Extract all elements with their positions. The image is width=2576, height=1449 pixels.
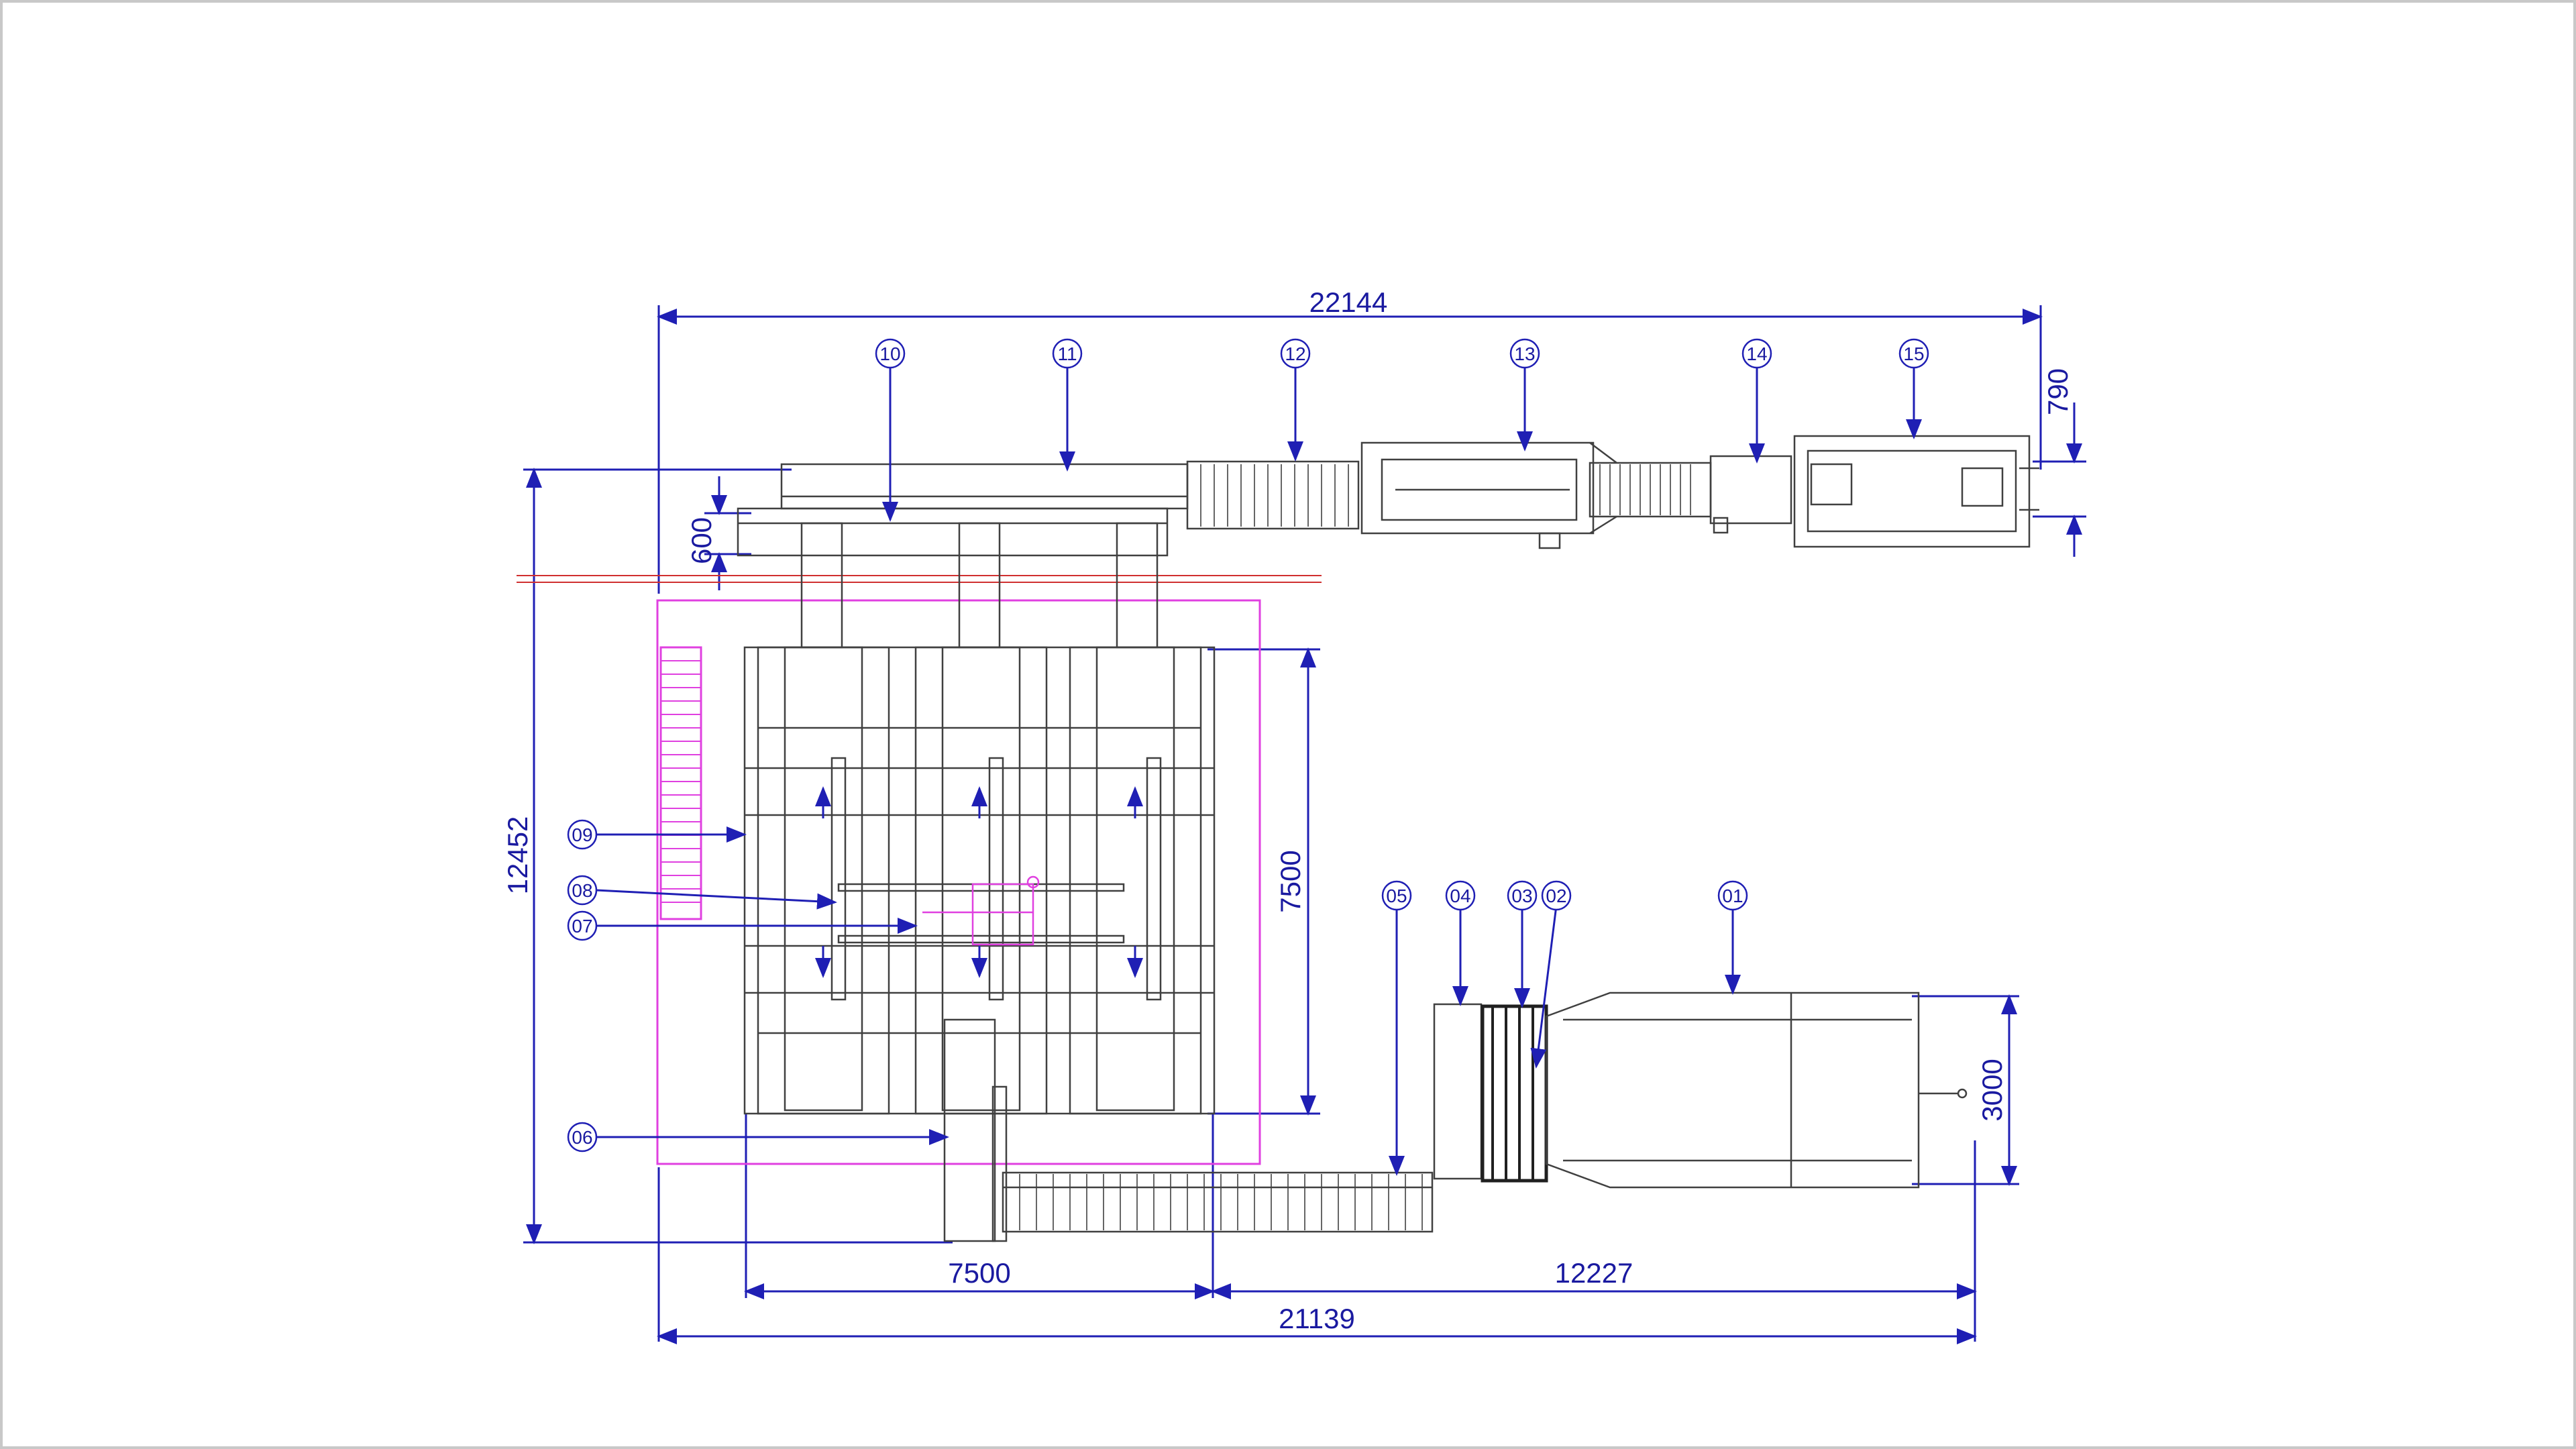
svg-text:10: 10	[879, 343, 900, 364]
svg-text:12: 12	[1285, 343, 1305, 364]
svg-text:03: 03	[1511, 885, 1532, 906]
balloon-13: 13	[1509, 338, 1540, 369]
dim-bottom-width: 21139	[1279, 1303, 1355, 1334]
balloon-03: 03	[1507, 880, 1538, 911]
lower-conveyor	[1002, 991, 1968, 1233]
balloon-14: 14	[1741, 338, 1772, 369]
svg-text:06: 06	[572, 1127, 592, 1148]
balloon-04: 04	[1445, 880, 1476, 911]
svg-text:08: 08	[572, 880, 592, 901]
dim-top-width: 22144	[1309, 286, 1388, 318]
balloon-07: 07	[567, 910, 598, 941]
balloon-01: 01	[1717, 880, 1748, 911]
gripper-highlight	[922, 875, 1040, 946]
part-balloons: 10 11 12 13 14 15 09 08	[567, 338, 1929, 1152]
svg-text:15: 15	[1903, 343, 1924, 364]
svg-text:13: 13	[1514, 343, 1535, 364]
dim-rail-offset: 600	[686, 517, 717, 564]
dim-cell-width: 7500	[948, 1257, 1010, 1289]
svg-text:02: 02	[1546, 885, 1566, 906]
svg-text:05: 05	[1386, 885, 1407, 906]
dim-overall-height: 12452	[502, 816, 533, 895]
svg-text:11: 11	[1057, 343, 1077, 364]
balloon-02: 02	[1541, 880, 1572, 911]
balloon-08: 08	[567, 875, 598, 906]
dimension-lines	[523, 305, 2086, 1344]
svg-text:07: 07	[572, 916, 592, 936]
dim-conveyor-height: 790	[2042, 368, 2074, 415]
balloon-06: 06	[567, 1122, 598, 1152]
cell-columns	[743, 522, 1216, 1242]
dim-cell-height: 7500	[1275, 850, 1306, 912]
red-rails	[517, 575, 1322, 583]
dim-right-width: 12227	[1555, 1257, 1633, 1289]
flow-arrows	[815, 786, 1143, 978]
balloon-09: 09	[567, 819, 598, 850]
svg-text:04: 04	[1450, 885, 1470, 906]
balloon-leaders	[595, 368, 1922, 1176]
balloon-05: 05	[1381, 880, 1412, 911]
dimension-labels: 22144 21139 7500 12227 12452 7500 3000 7…	[502, 286, 2074, 1334]
safety-boundary	[656, 599, 1261, 1165]
svg-text:14: 14	[1746, 343, 1767, 364]
dim-intake-width: 3000	[1976, 1059, 2008, 1121]
balloon-12: 12	[1280, 338, 1311, 369]
upper-conveyor	[737, 435, 2039, 557]
balloon-11: 11	[1052, 338, 1083, 369]
svg-text:09: 09	[572, 824, 592, 845]
balloon-10: 10	[875, 338, 906, 369]
balloon-15: 15	[1898, 338, 1929, 369]
svg-text:01: 01	[1722, 885, 1743, 906]
